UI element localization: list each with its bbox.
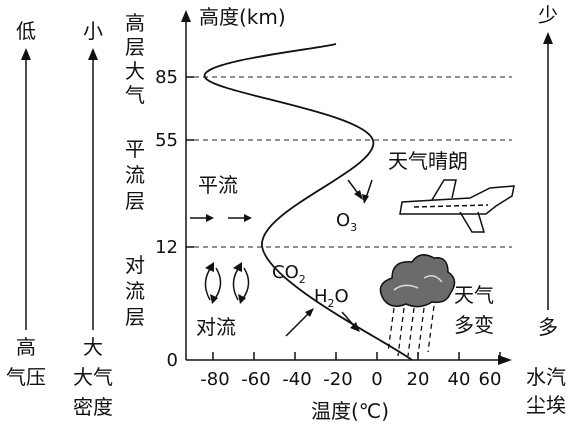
sunny-weather-label: 天气晴朗 [388, 149, 468, 173]
layer-char: 层 [125, 189, 145, 213]
x-tick-label: -60 [241, 369, 270, 390]
x-tick-label: -40 [282, 369, 311, 390]
sun-ray-head [354, 190, 363, 200]
sun-ray-head [362, 194, 369, 204]
x-tick-label: 0 [371, 369, 382, 390]
x-axis-title: 温度(℃) [311, 399, 389, 423]
layer-char: 流 [125, 163, 145, 187]
co2-arrow [285, 311, 311, 337]
layer-char: 层 [125, 35, 145, 59]
flow-arrow-head [244, 214, 252, 222]
convection-arrows [204, 262, 250, 304]
h2o-label: H2O [314, 286, 349, 310]
x-tick-label: -20 [323, 369, 352, 390]
pressure-arrow-head [21, 48, 31, 60]
co2-label: CO2 [272, 262, 306, 286]
vapor-caption-2: 尘埃 [526, 393, 566, 417]
airplane-icon [399, 179, 515, 233]
layer-char: 对 [125, 253, 145, 277]
sun-rays [347, 179, 373, 204]
pressure-top-label: 低 [16, 19, 36, 43]
h2o-arrow-head [350, 322, 360, 332]
vapor-arrow-head [543, 32, 553, 44]
sun-ray [365, 179, 373, 199]
co2-subscript: 2 [299, 273, 306, 286]
vapor-top-label: 少 [538, 3, 558, 27]
x-tick-label: 60 [479, 369, 502, 390]
density-scale: 小 大 大气 密度 [73, 19, 113, 419]
temperature-profile-curve [203, 43, 413, 361]
layer-char: 大 [125, 59, 145, 83]
vapor-arrows [285, 308, 360, 337]
layer-char: 气 [125, 83, 145, 107]
y-axis-arrow-head [181, 10, 191, 22]
y-axis: 高度(km) 0 12 55 85 [155, 5, 286, 371]
layer-char: 流 [125, 279, 145, 303]
pressure-bottom-label-1: 高 [16, 335, 36, 359]
x-tick-label: -80 [200, 369, 229, 390]
co2-arrow-head [305, 308, 314, 317]
density-bottom-label-1: 大 [83, 335, 103, 359]
weather-changeable-label-2: 多变 [454, 313, 494, 337]
flow-arrow-head [206, 214, 214, 222]
layer-stratosphere: 平 流 层 [125, 137, 145, 213]
x-tick-label: 40 [448, 369, 471, 390]
y-tick-label: 85 [155, 67, 178, 88]
ozone-label: O3 [336, 210, 357, 234]
y-tick-label: 12 [155, 237, 178, 258]
y-axis-title: 高度(km) [199, 5, 286, 29]
x-axis-arrow-head [498, 355, 512, 365]
convection-label: 对流 [196, 315, 236, 339]
vapor-bottom-label: 多 [538, 315, 558, 339]
h2o-h: H [314, 286, 328, 307]
vapor-caption-1: 水汽 [526, 365, 566, 389]
pressure-bottom-label-2: 气压 [6, 365, 46, 389]
density-top-label: 小 [83, 19, 103, 43]
vapor-dust-scale: 少 多 水汽 尘埃 [526, 3, 566, 417]
layer-upper-atmosphere: 高 层 大 气 [125, 11, 145, 107]
x-axis: -80 -60 -40 -20 0 20 40 60 温度(℃) [186, 352, 512, 423]
ozone-symbol: O [336, 210, 350, 231]
layer-troposphere: 对 流 层 [125, 253, 145, 329]
stratosphere-flow: 平流 [190, 173, 252, 222]
weather-changeable-label-1: 天气 [454, 283, 494, 307]
layer-char: 平 [125, 137, 145, 161]
co2-symbol: CO [272, 262, 299, 283]
layer-char: 层 [125, 305, 145, 329]
rain-cloud-icon [379, 254, 456, 357]
h2o-o: O [335, 286, 349, 307]
density-arrow-head [88, 48, 98, 60]
ozone-subscript: 3 [350, 221, 357, 234]
layer-char: 高 [125, 11, 145, 35]
y-tick-label: 55 [155, 130, 178, 151]
density-bottom-label-2: 大气 [73, 365, 113, 389]
y-tick-label: 0 [167, 350, 178, 371]
stratosphere-flow-label: 平流 [198, 173, 238, 197]
h2o-subscript: 2 [328, 297, 335, 310]
x-tick-label: 20 [407, 369, 430, 390]
density-bottom-label-3: 密度 [73, 395, 113, 419]
pressure-scale: 低 高 气压 [6, 19, 46, 389]
